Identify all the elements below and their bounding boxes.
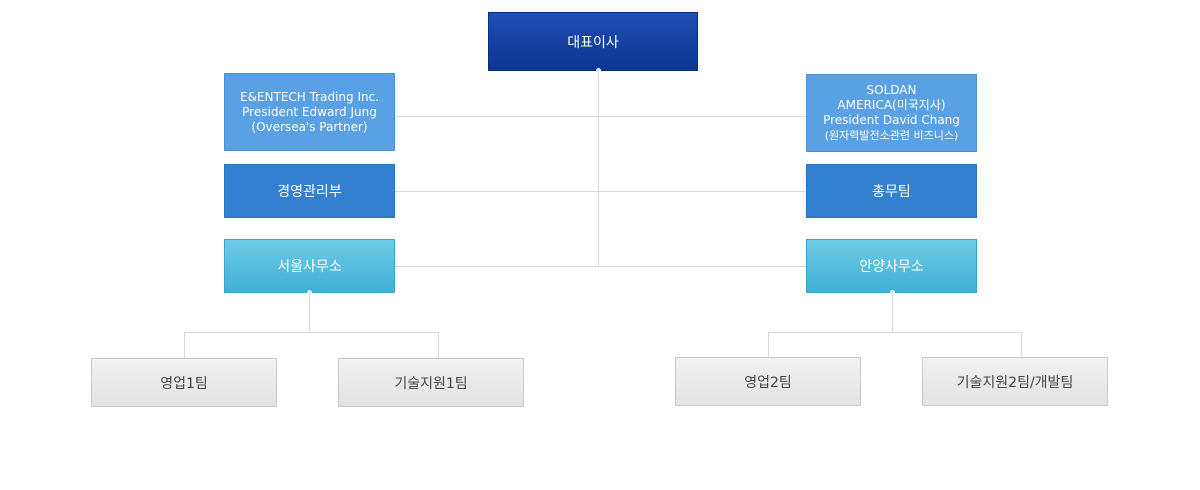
partner-left-line-1: E&ENTECH Trading Inc. [239,89,380,104]
tech-support2-dev-team-box: 기술지원2팀/개발팀 [922,357,1108,406]
tech-support1-team-label: 기술지원1팀 [394,375,468,392]
ceo-connector-dot [596,68,601,73]
seoul-branch-line [184,332,439,333]
ceo-label: 대표이사 [567,34,619,51]
seoul-office-label: 서울사무소 [277,259,342,275]
anyang-connector-dot [890,290,895,295]
sales2-team-box: 영업2팀 [675,357,861,406]
tech1-drop-line [438,332,439,358]
sales2-team-label: 영업2팀 [744,374,792,391]
general-affairs-box: 총무팀 [806,164,977,218]
tech-support1-team-box: 기술지원1팀 [338,358,524,407]
anyang-branch-line [768,332,1022,333]
seoul-office-box: 서울사무소 [224,239,395,293]
partner-left-line-2: President Edward Jung [242,104,377,119]
anyang-drop-line [892,293,893,332]
tech2-drop-line [1021,332,1022,358]
management-dept-label: 경영관리부 [277,184,342,200]
general-affairs-label: 총무팀 [872,184,911,200]
partner-box-right: SOLDAN AMERICA(미국지사) President David Cha… [806,74,977,152]
partner-connector-line [395,116,806,117]
ceo-trunk-line [598,71,599,267]
anyang-office-box: 안양사무소 [806,239,977,293]
anyang-office-label: 안양사무소 [859,259,924,275]
partner-right-line-2: AMERICA(미국지사) [837,98,946,112]
partner-box-left: E&ENTECH Trading Inc. President Edward J… [224,73,395,151]
sales2-drop-line [768,332,769,358]
sales1-team-box: 영업1팀 [91,358,277,407]
sales1-drop-line [184,332,185,358]
partner-left-line-3: (Oversea's Partner) [251,119,368,134]
partner-right-line-4: (원자력발전소관련 비즈니스) [824,129,959,142]
ceo-box: 대표이사 [488,12,698,71]
sales1-team-label: 영업1팀 [160,375,208,392]
management-dept-box: 경영관리부 [224,164,395,218]
seoul-drop-line [309,293,310,332]
office-connector-line [395,266,806,267]
partner-right-line-1: SOLDAN [866,83,917,97]
partner-right-line-3: President David Chang [823,113,960,127]
department-connector-line [395,191,806,192]
tech-support2-dev-team-label: 기술지원2팀/개발팀 [956,374,1074,391]
seoul-connector-dot [307,290,312,295]
